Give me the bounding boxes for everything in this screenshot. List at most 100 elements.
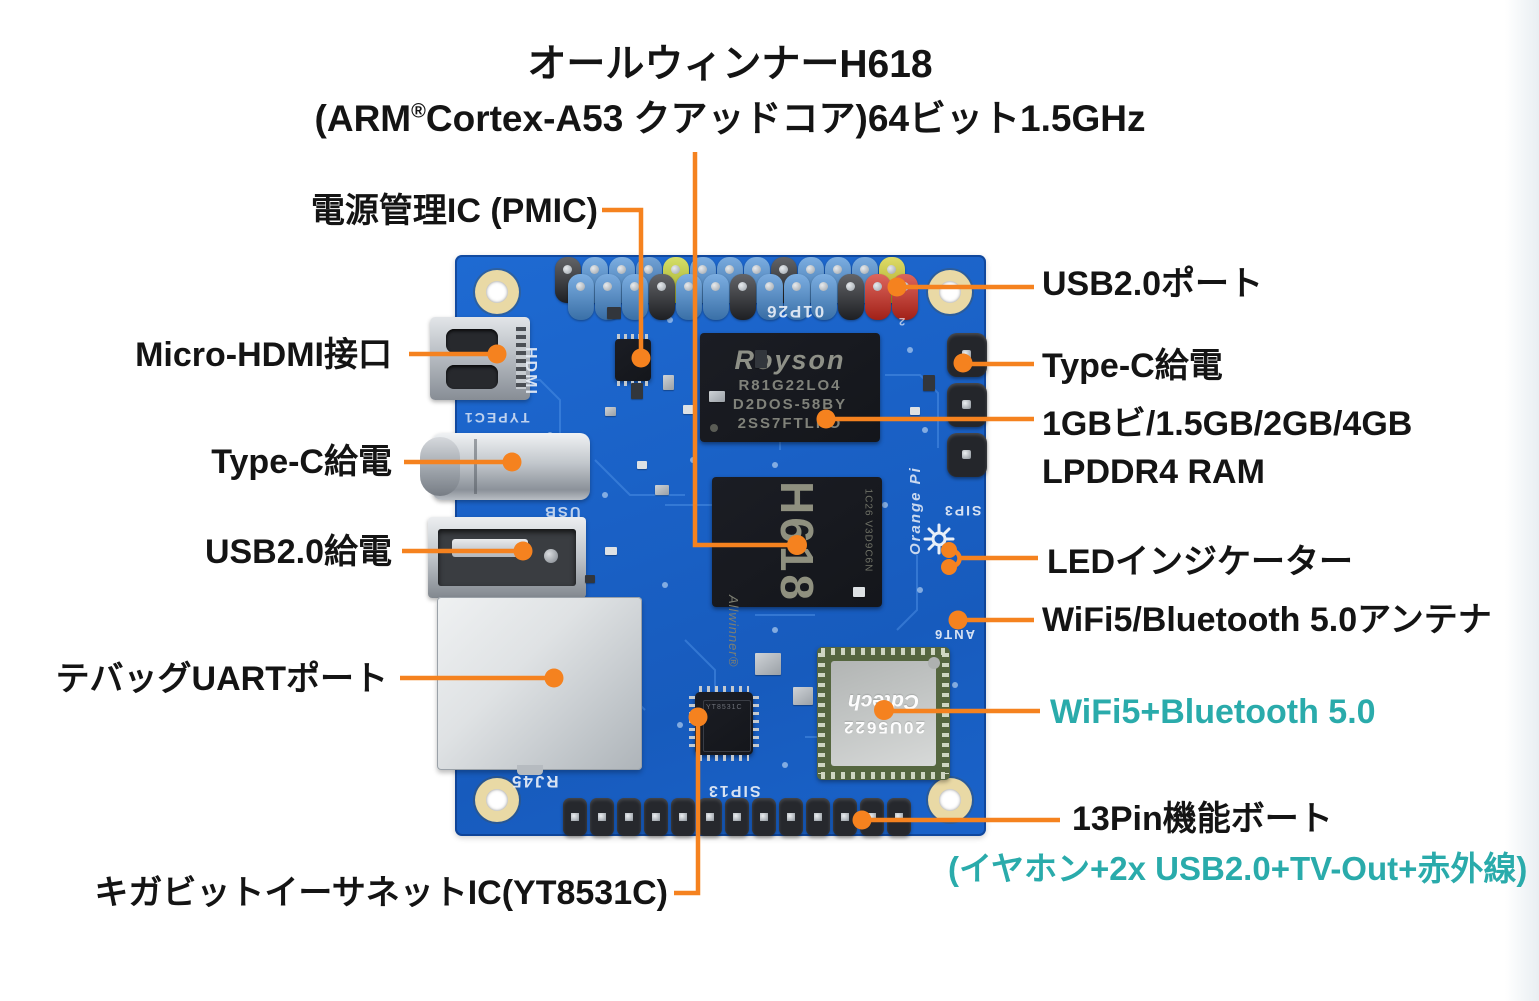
header-pin <box>811 274 837 320</box>
label-antenna: WiFi5/Bluetooth 5.0アンテナ <box>1042 601 1492 639</box>
pin-shade <box>730 274 756 320</box>
header-pin <box>649 274 675 320</box>
label-wifi-bt: WiFi5+Bluetooth 5.0 <box>1050 693 1376 731</box>
smd-component <box>663 375 674 390</box>
smd-component <box>655 485 669 495</box>
smd-component <box>923 375 935 391</box>
pin-shade <box>649 274 675 320</box>
ram-marking: R81G22LO4 <box>738 377 842 394</box>
bottom-header-pin <box>752 798 776 836</box>
pmic-chip <box>615 334 651 386</box>
label-usb-port: USB2.0ポート <box>1042 265 1264 303</box>
smd-component <box>631 383 643 399</box>
status-led <box>944 563 953 570</box>
rj45-ethernet-jack <box>437 597 642 775</box>
smd-component <box>637 461 647 469</box>
pin-shade <box>676 274 702 320</box>
silkscreen-01p26: 01P26 <box>765 302 825 321</box>
smd-component <box>755 350 767 368</box>
header-pin <box>568 274 594 320</box>
soc-name-mark: H618 <box>771 481 823 603</box>
wifi-bt-module: 20U5622 Cdtech <box>817 647 950 780</box>
rj45-tab <box>517 765 543 775</box>
pin-shade <box>892 274 918 320</box>
top-pin-header <box>455 255 986 325</box>
silkscreen-rj45: RJ45 <box>510 772 559 791</box>
pin-shade <box>622 274 648 320</box>
ethernet-phy-marking: YT8531C <box>703 700 751 752</box>
bottom-header-pin <box>671 798 695 836</box>
micro-hdmi-connector <box>430 317 530 400</box>
label-pmic: 電源管理IC (PMIC) <box>310 192 598 230</box>
label-13pin-port: 13Pin機能ボート <box>1072 800 1333 838</box>
bottom-13pin-header <box>563 798 933 838</box>
header-pin <box>730 274 756 320</box>
connector-seam <box>474 439 477 494</box>
pin-shade <box>838 274 864 320</box>
label-uart-port: テバッグUARTポート <box>55 660 388 698</box>
pin-shade <box>865 274 891 320</box>
sip3-pin <box>947 333 987 377</box>
bottom-header-pin <box>698 798 722 836</box>
ram-chip: Royson R81G22LO4 D2DOS-58BY 2SS7FTLKO <box>700 333 880 442</box>
smd-component <box>683 405 695 414</box>
castellated-pads <box>942 653 949 774</box>
silkscreen-2: 2 <box>897 315 906 327</box>
header-pin <box>892 274 918 320</box>
ram-marking: 2SS7FTLKO <box>737 415 843 432</box>
bottom-header-pin <box>563 798 587 836</box>
mounting-hole <box>928 778 972 822</box>
label-usb-left: USB2.0給電 <box>204 533 392 571</box>
soc-side-mark: 1C26 V3D9C6N <box>862 488 874 573</box>
ram-brand-mark: Royson <box>734 345 846 375</box>
label-led: LEDインジケーター <box>1047 543 1353 581</box>
qfn-pins <box>753 696 759 751</box>
pcb-board: Royson R81G22LO4 D2DOS-58BY 2SS7FTLKO H6… <box>420 255 989 838</box>
bottom-header-pin <box>779 798 803 836</box>
label-typec-left: Type-C給電 <box>211 443 392 481</box>
qfn-pins <box>689 696 695 751</box>
smd-component <box>607 307 621 319</box>
bottom-header-pin <box>860 798 884 836</box>
wifi-pin1-dot <box>928 657 940 669</box>
wifi-brand-mark: Cdtech <box>847 690 920 714</box>
bottom-header-pin <box>887 798 911 836</box>
title-line2-post: Cortex-A53 クアッドコア)64ビット1.5GHz <box>425 98 1146 139</box>
type-c-connector <box>420 433 590 500</box>
sip3-pin-header <box>947 333 989 483</box>
label-ram-line1: 1GBビ/1.5GB/2GB/4GB <box>1042 405 1413 443</box>
bottom-header-pin <box>644 798 668 836</box>
usb-screw <box>544 549 558 563</box>
sip3-pin <box>947 383 987 427</box>
header-pin <box>838 274 864 320</box>
antenna-connector <box>950 612 967 629</box>
pin1-dot <box>710 424 718 432</box>
header-pin <box>676 274 702 320</box>
usb-tongue <box>452 539 528 557</box>
smd-component <box>605 547 617 555</box>
header-pin <box>622 274 648 320</box>
label-ram: 1GBビ/1.5GB/2GB/4GB LPDDR4 RAM <box>1042 400 1412 496</box>
sip3-pin <box>947 433 987 477</box>
bottom-header-pin <box>806 798 830 836</box>
silkscreen-typec1: TYPEC1 <box>463 410 530 426</box>
silkscreen-sip13: SIP13 <box>707 782 761 799</box>
hdmi-slot <box>446 329 498 353</box>
smd-component <box>910 407 920 415</box>
silkscreen-ant6: ANT6 <box>933 627 975 642</box>
silkscreen-usb: USB <box>543 503 581 520</box>
smd-component <box>585 575 595 583</box>
silkscreen-orangepi: Orange Pi <box>907 466 924 555</box>
smd-component <box>605 407 616 416</box>
castellated-pads <box>818 653 825 774</box>
shield-can <box>793 687 813 705</box>
label-typec-right: Type-C給電 <box>1042 347 1223 385</box>
wifi-module-shield: 20U5622 Cdtech <box>831 661 936 766</box>
wifi-model-mark: 20U5622 <box>842 718 926 738</box>
shield-can <box>755 653 781 675</box>
mounting-hole <box>475 778 519 822</box>
hdmi-pin-comb <box>516 327 526 389</box>
label-ram-line2: LPDDR4 RAM <box>1042 453 1265 491</box>
bottom-header-pin <box>590 798 614 836</box>
